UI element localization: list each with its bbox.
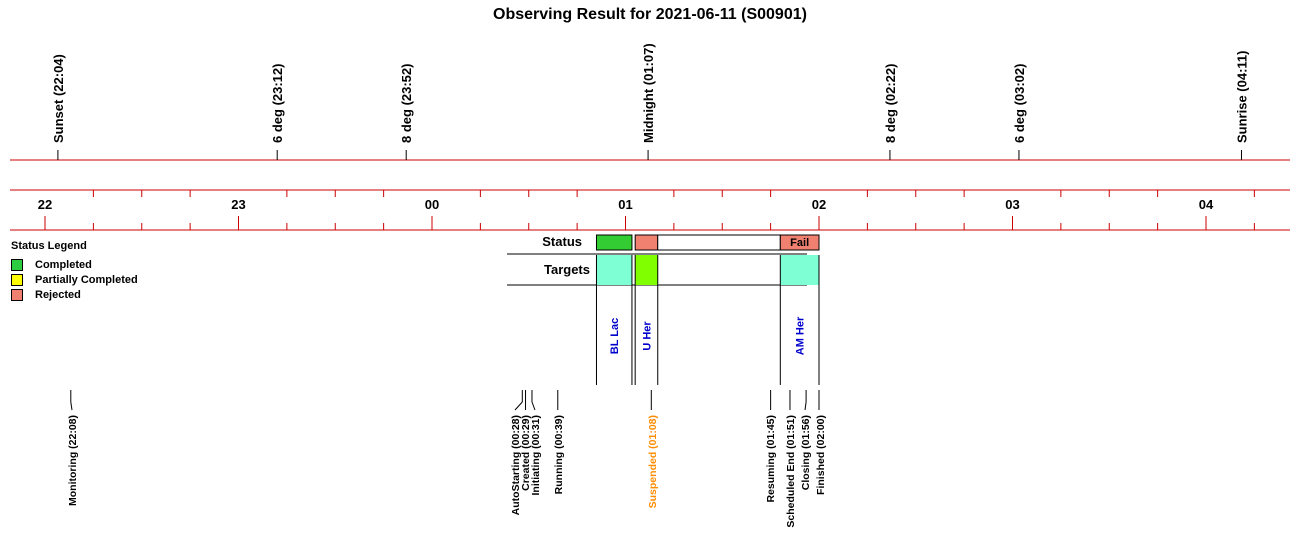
target-name-label: U Her — [641, 321, 653, 351]
hour-label: 02 — [812, 197, 826, 212]
target-block — [596, 255, 632, 285]
legend-swatch-completed — [11, 258, 23, 271]
target-block — [635, 255, 658, 285]
event-label: Suspended (01:08) — [647, 415, 659, 508]
target-name-label: BL Lac — [609, 318, 621, 354]
legend-swatch-partial — [11, 273, 23, 286]
legend-item-completed: Completed — [11, 257, 138, 272]
event-label: Scheduled End (01:51) — [785, 415, 797, 528]
legend-item-partial: Partially Completed — [11, 272, 138, 287]
legend-label-rejected: Rejected — [35, 288, 81, 301]
status-row-label: Status — [542, 234, 582, 249]
sun-event-label: Sunset (22:04) — [51, 54, 66, 143]
event-leader — [514, 401, 523, 411]
hour-label: 00 — [425, 197, 439, 212]
event-label: Monitoring (22:08) — [67, 415, 79, 506]
event-label: Running (00:39) — [553, 415, 565, 494]
legend-swatch-rejected — [11, 288, 23, 301]
sun-event-label: 6 deg (03:02) — [1012, 64, 1027, 143]
hour-label: 23 — [231, 197, 245, 212]
hour-label: 01 — [618, 197, 632, 212]
targets-row-label: Targets — [544, 262, 590, 277]
event-label: Initiating (00:31) — [530, 415, 542, 496]
chart-title: Observing Result for 2021-06-11 (S00901) — [493, 6, 807, 23]
legend-item-rejected: Rejected — [11, 287, 138, 302]
event-label: Resuming (01:45) — [765, 415, 777, 503]
sun-event-label: Midnight (01:07) — [641, 43, 656, 143]
event-leader — [804, 401, 807, 411]
status-block — [595, 234, 633, 251]
event-leader — [70, 401, 73, 411]
status-block — [634, 234, 659, 251]
target-block — [780, 255, 819, 285]
sun-event-label: 8 deg (23:52) — [399, 64, 414, 143]
sun-event-label: Sunrise (04:11) — [1234, 51, 1249, 144]
legend-label-completed: Completed — [35, 258, 92, 271]
hour-label: 22 — [38, 197, 52, 212]
status-legend: Status Legend Completed Partially Comple… — [11, 240, 138, 302]
legend-label-partial: Partially Completed — [35, 273, 138, 286]
legend-title: Status Legend — [11, 240, 87, 252]
event-label: Finished (02:00) — [815, 415, 827, 495]
status-block-label: Fail — [790, 237, 809, 249]
event-leader — [531, 401, 536, 411]
sun-event-label: 8 deg (02:22) — [883, 64, 898, 143]
target-name-label: AM Her — [795, 316, 807, 355]
sun-event-label: 6 deg (23:12) — [270, 64, 285, 143]
status-block — [779, 234, 820, 251]
event-label: AutoStarting (00:28) — [510, 415, 522, 515]
hour-label: 04 — [1199, 197, 1214, 212]
status-block — [657, 234, 781, 251]
event-label: Closing (01:56) — [800, 415, 812, 490]
hour-label: 03 — [1005, 197, 1019, 212]
event-label: Created (00:29) — [520, 415, 532, 491]
